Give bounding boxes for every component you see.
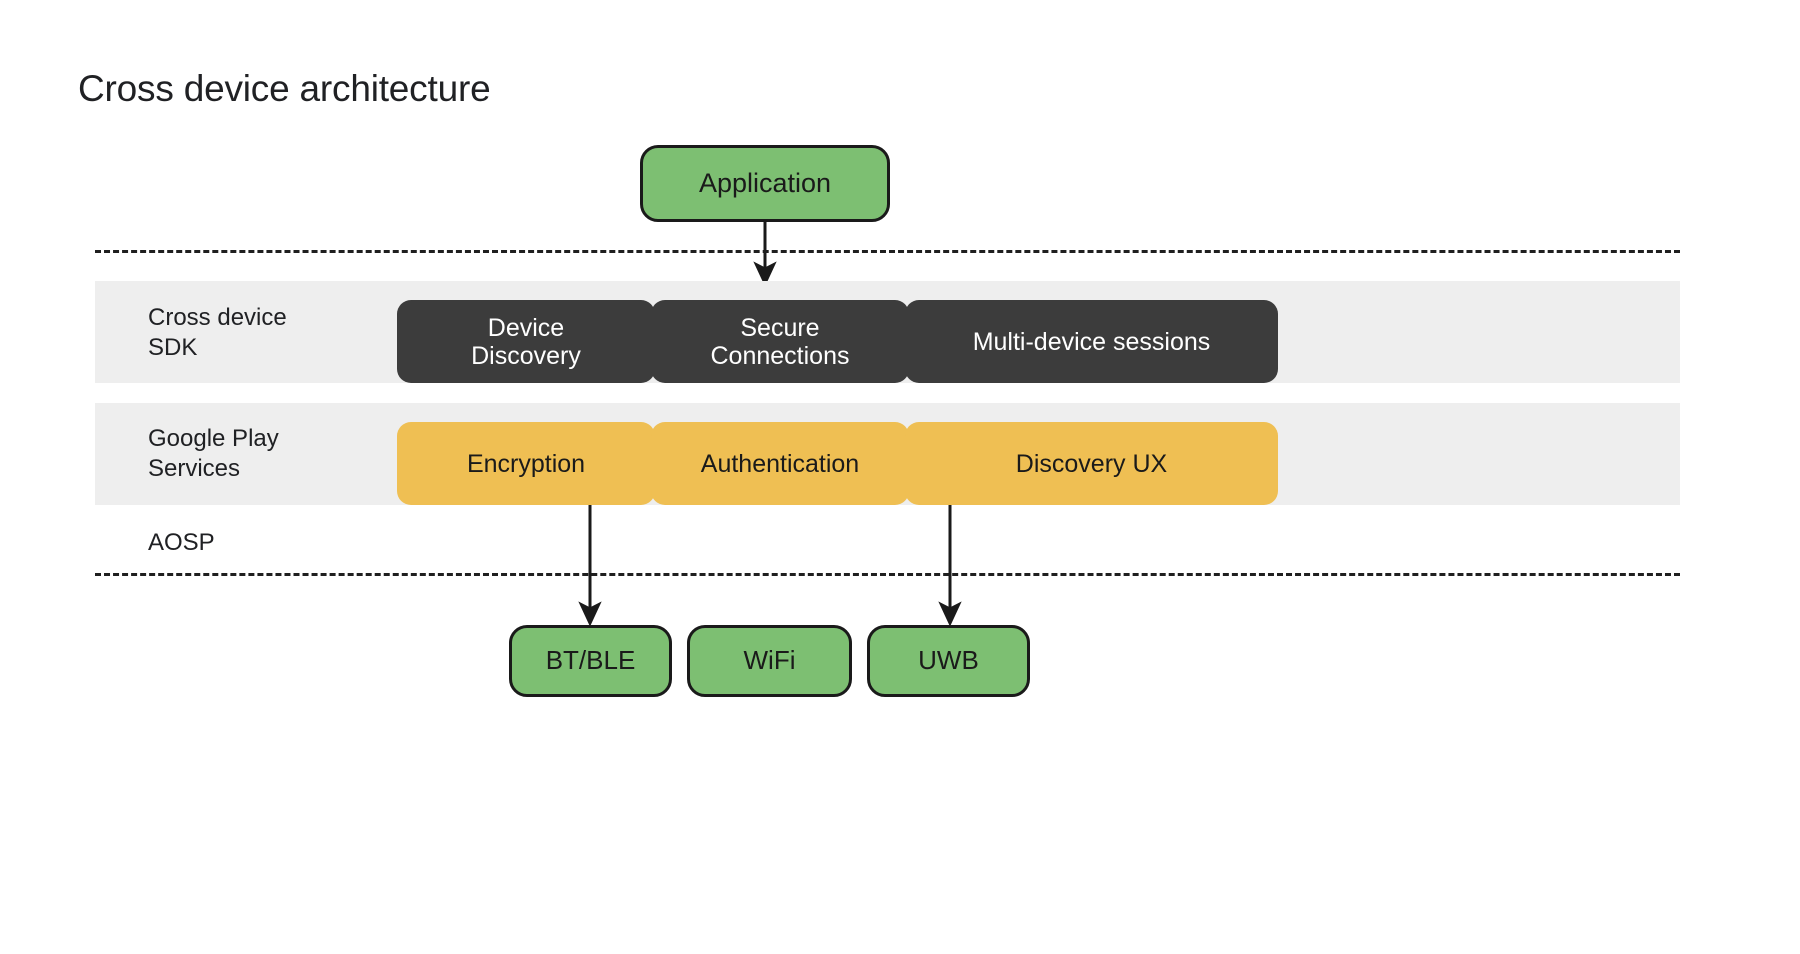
node-discovery-ux[interactable]: Discovery UX bbox=[905, 422, 1278, 505]
node-wifi[interactable]: WiFi bbox=[687, 625, 852, 697]
node-device-discovery[interactable]: Device Discovery bbox=[397, 300, 655, 383]
node-application[interactable]: Application bbox=[640, 145, 890, 222]
node-encryption[interactable]: Encryption bbox=[397, 422, 655, 505]
node-uwb[interactable]: UWB bbox=[867, 625, 1030, 697]
layer-label-cross-device-sdk: Cross device SDK bbox=[148, 304, 287, 361]
node-multi-device-sessions[interactable]: Multi-device sessions bbox=[905, 300, 1278, 383]
node-bt-ble[interactable]: BT/BLE bbox=[509, 625, 672, 697]
layer-label-aosp: AOSP bbox=[148, 529, 215, 556]
boundary-line-top bbox=[95, 250, 1680, 253]
page-title: Cross device architecture bbox=[78, 68, 491, 109]
node-secure-connections[interactable]: Secure Connections bbox=[651, 300, 909, 383]
boundary-line-bottom bbox=[95, 573, 1680, 576]
node-authentication[interactable]: Authentication bbox=[651, 422, 909, 505]
layer-label-google-play-services: Google Play Services bbox=[148, 425, 279, 482]
